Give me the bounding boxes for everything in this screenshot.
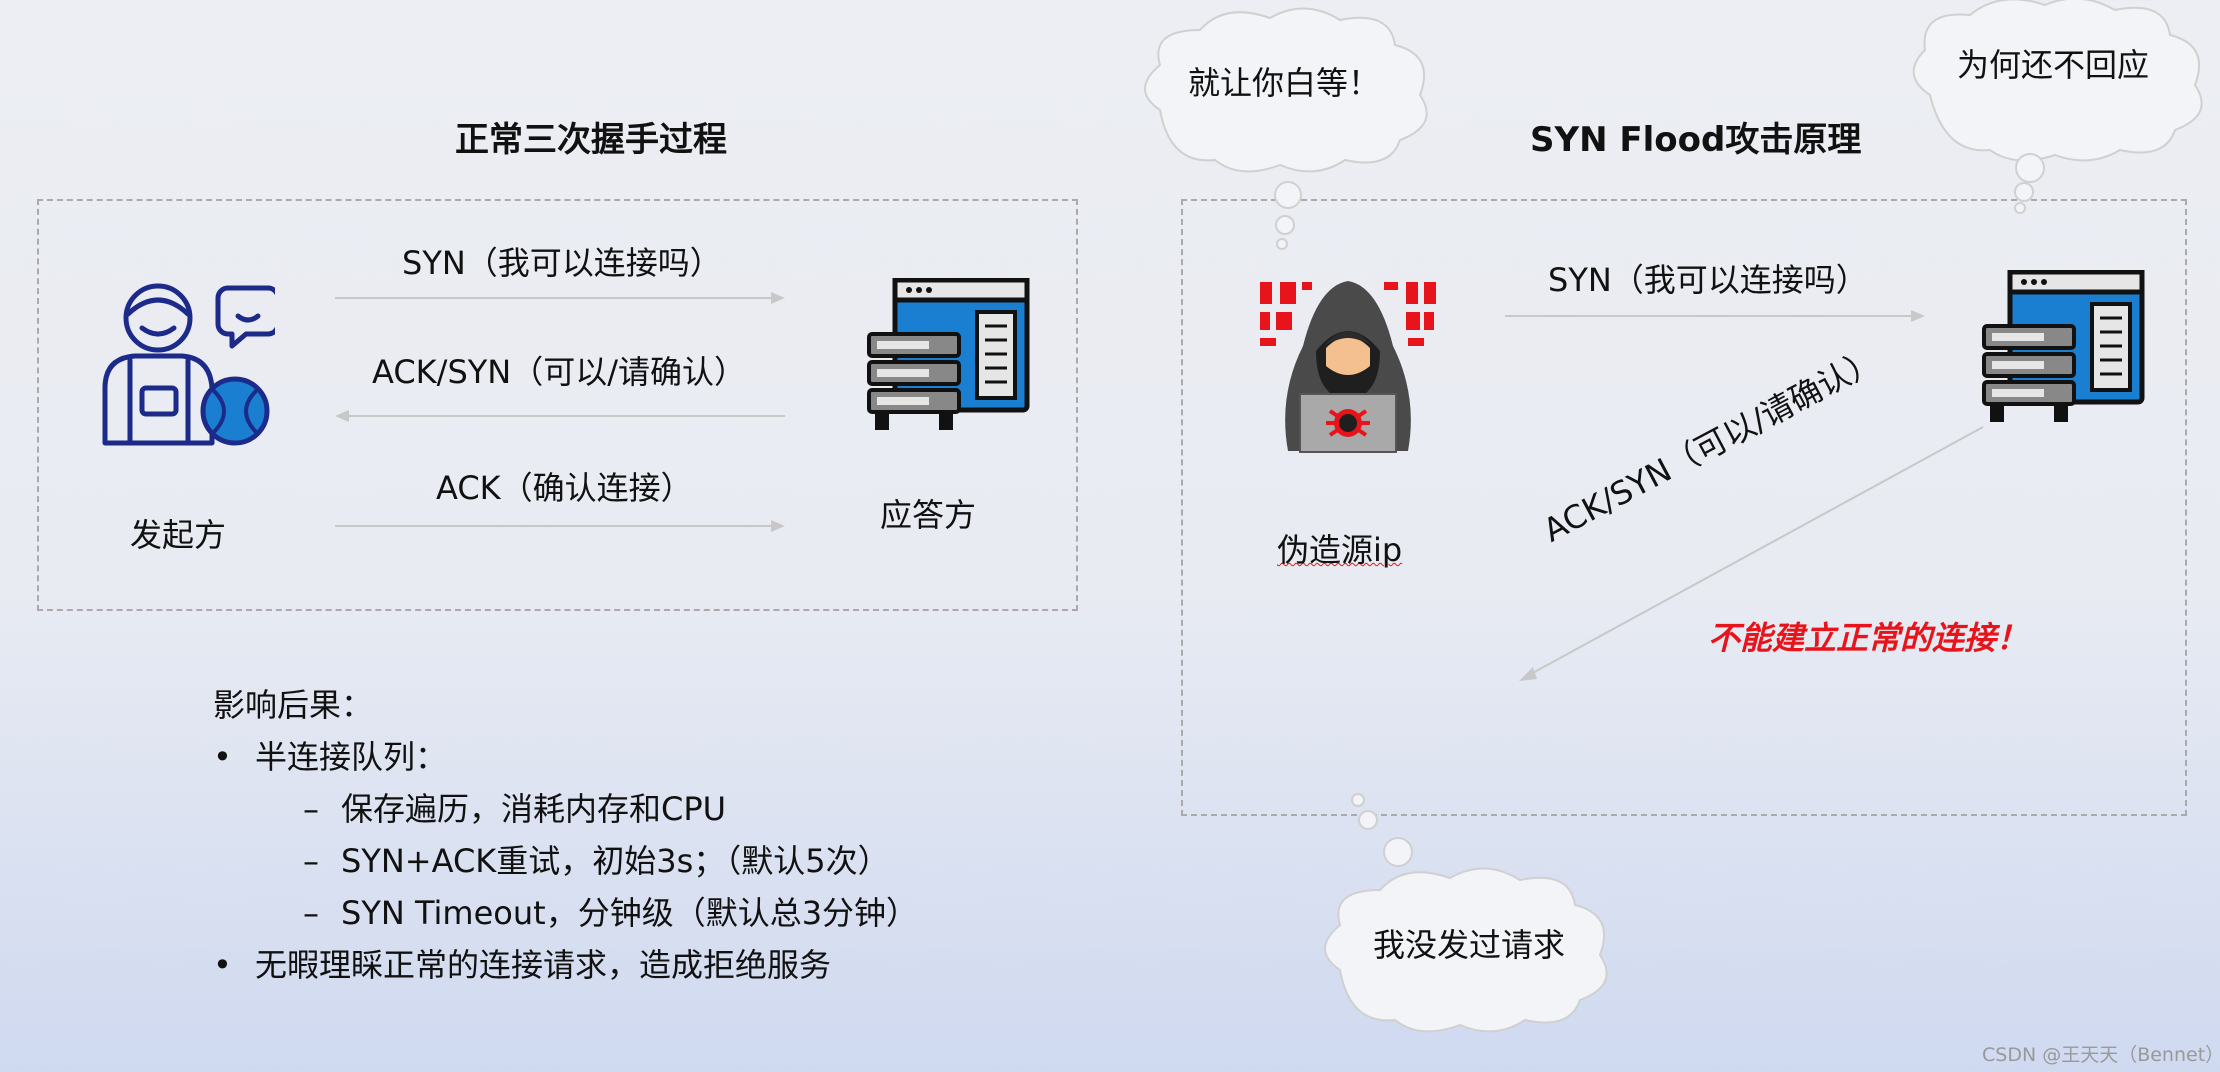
target-server-icon — [1982, 270, 2145, 422]
impact-item: • 无暇理睬正常的连接请求，造成拒绝服务 — [213, 940, 918, 992]
responder-server-icon — [867, 278, 1030, 430]
impact-subitem-text: 保存遍历，消耗内存和CPU — [341, 790, 727, 828]
left-ack-arrow — [335, 520, 785, 532]
initiator-icon — [102, 283, 275, 446]
impact-subitem-text: SYN+ACK重试，初始3s；（默认5次） — [341, 842, 890, 880]
dash-marker: – — [303, 790, 319, 828]
connection-failure-text: 不能建立正常的连接！ — [1708, 619, 2029, 657]
left-syn-arrow — [335, 292, 785, 304]
attacker-thought-cloud — [1144, 7, 1428, 250]
right-attack-box — [1181, 199, 2187, 816]
right-syn-arrow — [1505, 310, 1925, 322]
initiator-label: 发起方 — [130, 516, 227, 554]
bullet-marker: • — [213, 946, 232, 984]
impact-section: 影响后果： •半连接队列： –保存遍历，消耗内存和CPU –SYN+ACK重试，… — [213, 680, 918, 992]
hacker-icon — [1260, 281, 1436, 453]
victim-thought-cloud — [1324, 793, 1608, 1033]
impact-item-text: 半连接队列： — [255, 738, 448, 776]
watermark: CSDN @王天天（Bennet） — [1982, 1044, 2220, 1066]
impact-subitem: –保存遍历，消耗内存和CPU — [213, 784, 918, 836]
spoofed-ip-label: 伪造源ip — [1277, 531, 1403, 569]
left-ack-label: ACK（确认连接） — [436, 469, 693, 507]
left-ack-syn-label: ACK/SYN（可以/请确认） — [372, 353, 747, 391]
right-title: SYN Flood攻击原理 — [1530, 120, 1862, 160]
bullet-marker: • — [213, 738, 232, 776]
left-handshake-box — [37, 199, 1078, 611]
server-thought-cloud — [1912, 0, 2203, 214]
impact-subitem: –SYN+ACK重试，初始3s；（默认5次） — [213, 836, 918, 888]
impact-subitem-text: SYN Timeout，分钟级（默认总3分钟） — [341, 894, 919, 932]
left-title: 正常三次握手过程 — [455, 120, 727, 160]
left-ack-syn-arrow — [335, 410, 785, 422]
impact-subitem: –SYN Timeout，分钟级（默认总3分钟） — [213, 888, 918, 940]
left-syn-label: SYN（我可以连接吗） — [402, 244, 722, 282]
responder-label: 应答方 — [880, 496, 977, 534]
right-syn-label: SYN（我可以连接吗） — [1548, 261, 1868, 299]
attacker-thought-text: 就让你白等！ — [1188, 64, 1381, 102]
victim-thought-text: 我没发过请求 — [1373, 926, 1566, 964]
right-ack-syn-arrow — [1519, 426, 1984, 681]
impact-item: • 半连接队列： — [213, 732, 918, 784]
impact-item-text: 无暇理睬正常的连接请求，造成拒绝服务 — [255, 946, 832, 984]
impact-heading: 影响后果： — [213, 686, 374, 724]
server-thought-text: 为何还不回应 — [1957, 46, 2150, 84]
dash-marker: – — [303, 842, 319, 880]
dash-marker: – — [303, 894, 319, 932]
